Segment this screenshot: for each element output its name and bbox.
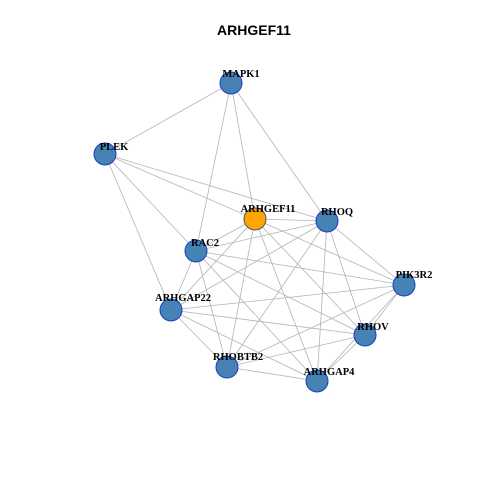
edge-arhgap22-rhobtb2 — [170, 309, 228, 368]
node-label-rac2: RAC2 — [191, 238, 219, 249]
node-label-arhgap22: ARHGAP22 — [155, 293, 211, 304]
edge-mapk1-arhgef11 — [230, 82, 256, 220]
edge-mapk1-rac2 — [195, 82, 232, 252]
edge-plek-rhoq — [104, 153, 328, 222]
edge-rhoq-rhov — [326, 220, 366, 336]
node-label-pik3r2: PIK3R2 — [396, 270, 433, 281]
node-rhoq — [315, 209, 339, 233]
edge-arhgef11-rhobtb2 — [226, 218, 256, 368]
node-plek — [93, 142, 117, 166]
node-label-plek: PLEK — [100, 142, 129, 153]
edge-pik3r2-rhobtb2 — [226, 284, 405, 368]
edge-arhgef11-rhov — [254, 218, 366, 336]
node-pik3r2 — [392, 273, 416, 297]
edge-rhoq-rhobtb2 — [226, 220, 328, 368]
edge-arhgap22-rhov — [170, 309, 366, 336]
edge-arhgef11-rhoq — [254, 218, 328, 222]
node-mapk1 — [219, 71, 243, 95]
edge-rhov-rhobtb2 — [226, 334, 366, 368]
nodes-layer — [93, 71, 416, 393]
edge-rac2-arhgap4 — [195, 250, 318, 382]
node-rhov — [353, 323, 377, 347]
edge-rac2-rhov — [195, 250, 366, 336]
edge-arhgap22-arhgap4 — [170, 309, 318, 382]
node-rhobtb2 — [215, 355, 239, 379]
node-label-arhgap4: ARHGAP4 — [304, 367, 355, 378]
node-label-arhgef11: ARHGEF11 — [241, 204, 296, 215]
edge-rhoq-rac2 — [195, 220, 328, 252]
edge-plek-rac2 — [104, 153, 197, 252]
diagram-title: ARHGEF11 — [217, 22, 291, 38]
node-label-rhobtb2: RHOBTB2 — [213, 352, 263, 363]
node-label-rhov: RHOV — [357, 322, 389, 333]
edge-mapk1-rhoq — [230, 82, 328, 222]
edge-pik3r2-arhgap22 — [170, 284, 405, 311]
edge-arhgef11-arhgap4 — [254, 218, 318, 382]
edge-mapk1-plek — [104, 82, 232, 155]
node-arhgef11 — [243, 207, 267, 231]
node-label-mapk1: MAPK1 — [222, 69, 259, 80]
node-arhgap22 — [159, 298, 183, 322]
edge-rhoq-arhgap22 — [170, 220, 328, 311]
edge-rac2-rhobtb2 — [195, 250, 228, 368]
edge-rhobtb2-arhgap4 — [226, 366, 318, 382]
edge-rac2-pik3r2 — [195, 250, 405, 286]
edge-arhgef11-pik3r2 — [254, 218, 405, 286]
edge-plek-arhgap22 — [104, 153, 172, 311]
node-rac2 — [184, 239, 208, 263]
node-label-rhoq: RHOQ — [321, 207, 353, 218]
edge-rhoq-arhgap4 — [316, 220, 328, 382]
edge-plek-arhgef11 — [104, 153, 256, 220]
edge-arhgef11-arhgap22 — [170, 218, 256, 311]
node-arhgap4 — [305, 369, 329, 393]
edge-rhoq-pik3r2 — [326, 220, 405, 286]
